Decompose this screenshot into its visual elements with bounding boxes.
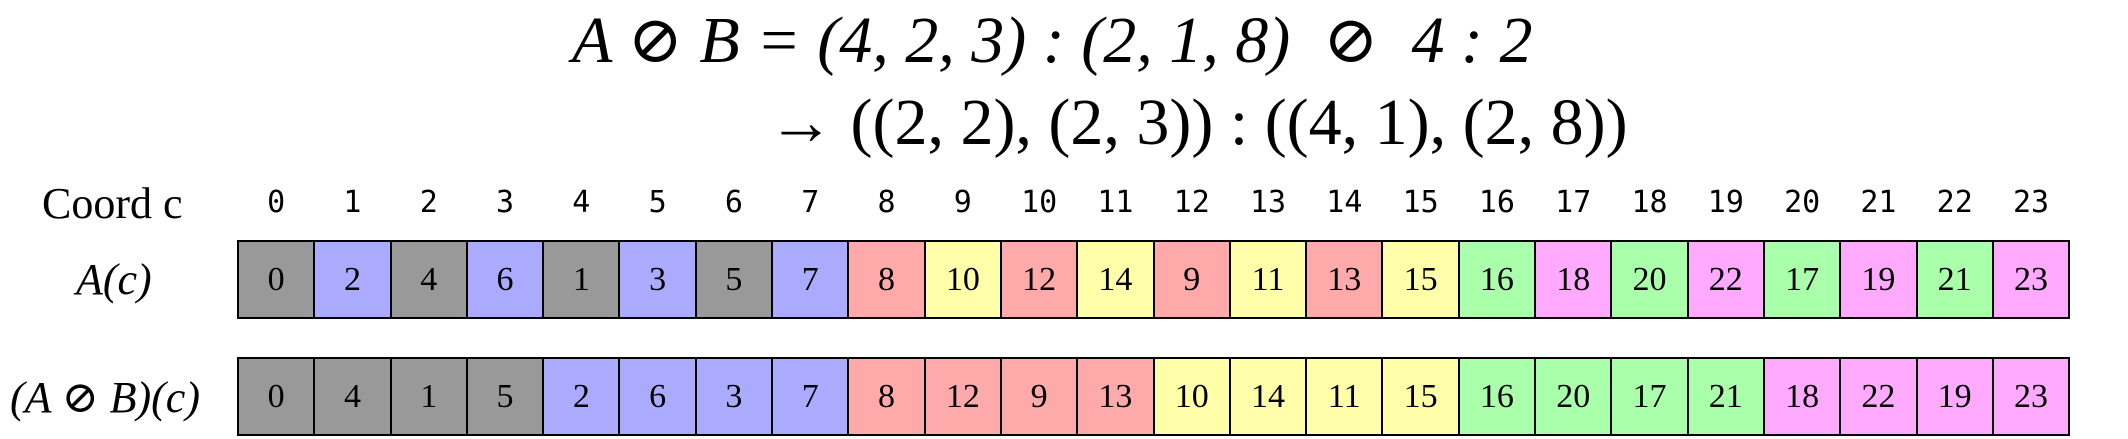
layout-cell: 9 <box>999 357 1079 436</box>
coord-number: 20 <box>1784 185 1821 220</box>
coord-number: 0 <box>267 185 286 220</box>
coord-number: 10 <box>1021 185 1058 220</box>
layout-cell: 11 <box>1228 240 1308 319</box>
coord-number: 4 <box>572 185 591 220</box>
coord-number: 17 <box>1555 185 1592 220</box>
layout-cell: 12 <box>923 357 1002 436</box>
coord-number: 14 <box>1326 185 1363 220</box>
layout-cell: 19 <box>1915 357 1994 436</box>
layout-cell: 13 <box>1305 240 1384 319</box>
layout-cell: 0 <box>237 357 316 436</box>
layout-cell: 1 <box>389 357 468 436</box>
layout-cell: 17 <box>1762 240 1842 319</box>
layout-cell: 21 <box>1686 357 1765 436</box>
layout-cell: 17 <box>1610 357 1689 436</box>
coord-number: 18 <box>1631 185 1668 220</box>
coord-number: 13 <box>1249 185 1287 220</box>
layout-cell: 23 <box>1991 240 2071 319</box>
coord-number: 7 <box>801 185 820 220</box>
layout-cell: 4 <box>313 357 392 436</box>
layout-cell: 13 <box>1076 357 1155 436</box>
layout-cell: 9 <box>1152 240 1231 319</box>
layout-cell: 2 <box>542 357 621 436</box>
layout-cell: 0 <box>237 240 316 319</box>
coord-number: 2 <box>419 185 438 220</box>
coord-number: 11 <box>1097 185 1134 220</box>
layout-cell: 22 <box>1839 357 1918 436</box>
layout-cell: 11 <box>1305 357 1384 436</box>
row-b-label: (A ⊘ B)(c) <box>10 373 200 422</box>
coord-number: 8 <box>877 185 896 220</box>
layout-cell: 16 <box>1457 357 1537 436</box>
layout-cell: 3 <box>618 240 697 319</box>
layout-cell: 21 <box>1915 240 1994 319</box>
coord-number: 1 <box>343 185 362 220</box>
layout-cell: 14 <box>1076 240 1155 319</box>
layout-cell: 19 <box>1839 240 1918 319</box>
title-line-1: A ⊘ B = (4, 2, 3) : (2, 1, 8) ⊘ 4 : 2 <box>572 4 1533 77</box>
layout-cell: 7 <box>771 357 850 436</box>
row-a-label: A(c) <box>76 255 152 304</box>
layout-cell: 8 <box>847 357 926 436</box>
coord-number: 3 <box>496 185 515 220</box>
layout-cell: 6 <box>618 357 697 436</box>
coord-number: 9 <box>953 185 972 220</box>
layout-cell: 6 <box>465 240 545 319</box>
layout-cell: 5 <box>465 357 545 436</box>
layout-cell: 14 <box>1228 357 1308 436</box>
layout-cell: 10 <box>1152 357 1231 436</box>
layout-cell: 8 <box>847 240 926 319</box>
coord-number: 5 <box>648 185 667 220</box>
layout-cell: 18 <box>1534 240 1613 319</box>
layout-cell: 10 <box>923 240 1002 319</box>
coord-number: 6 <box>724 185 743 220</box>
layout-cell: 15 <box>1381 357 1460 436</box>
coord-number: 19 <box>1707 185 1744 220</box>
layout-cell: 18 <box>1762 357 1842 436</box>
coord-number: 16 <box>1478 185 1515 220</box>
layout-cell: 15 <box>1381 240 1460 319</box>
coord-number: 23 <box>2012 185 2050 220</box>
layout-cell: 7 <box>771 240 850 319</box>
coord-number: 12 <box>1173 185 1210 220</box>
layout-cell: 3 <box>694 357 774 436</box>
layout-cell: 12 <box>999 240 1079 319</box>
layout-cell: 2 <box>313 240 392 319</box>
coord-number: 15 <box>1402 185 1439 220</box>
coord-number: 22 <box>1936 185 1973 220</box>
layout-cell: 16 <box>1457 240 1537 319</box>
layout-cell: 5 <box>694 240 774 319</box>
layout-cell: 20 <box>1610 240 1689 319</box>
layout-cell: 20 <box>1534 357 1613 436</box>
layout-cell: 23 <box>1991 357 2071 436</box>
layout-cell: 4 <box>389 240 468 319</box>
title-line-2: → ((2, 2), (2, 3)) : ((4, 1), (2, 8)) <box>768 86 1628 159</box>
layout-cell: 1 <box>542 240 621 319</box>
layout-cell: 22 <box>1686 240 1765 319</box>
coord-label: Coord c <box>42 179 183 228</box>
coord-number: 21 <box>1860 185 1897 220</box>
